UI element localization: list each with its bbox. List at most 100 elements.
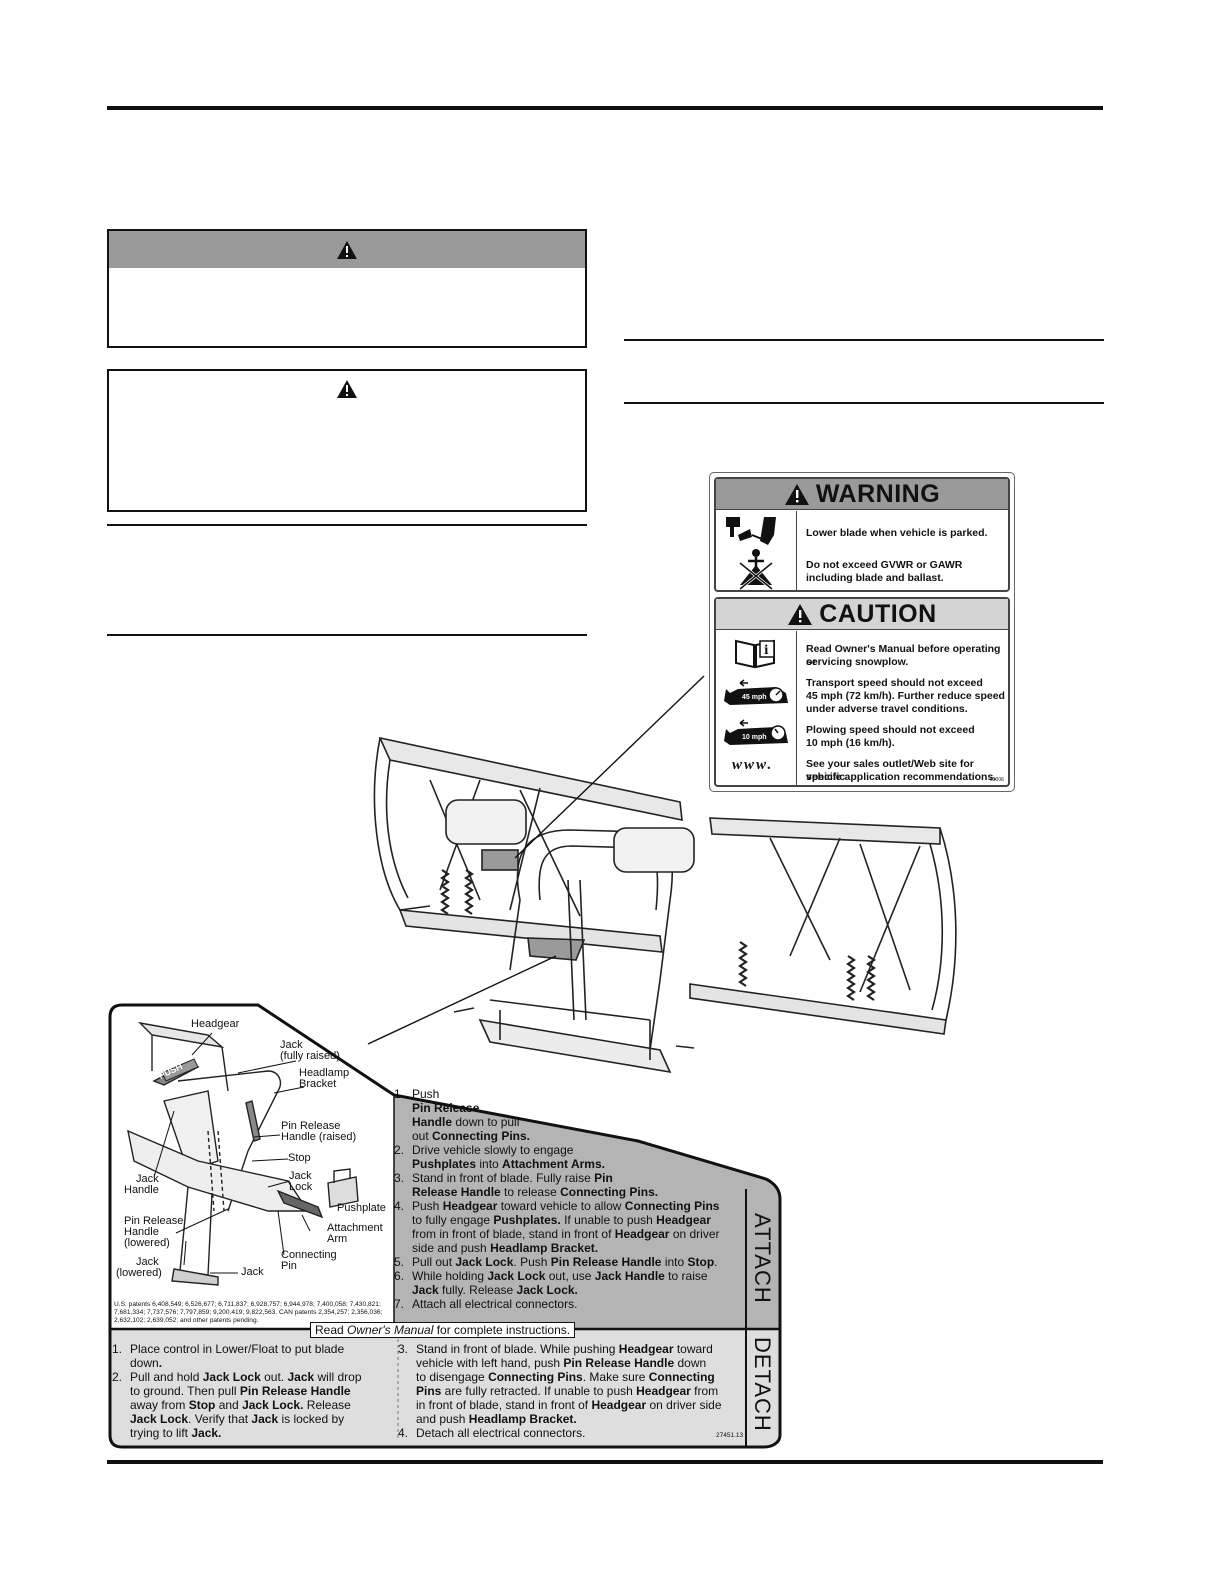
step-number: 1. <box>394 1087 405 1101</box>
step-line: from in front of blade, stand in front o… <box>412 1227 720 1241</box>
patent-line: 7,681,334; 7,737,576; 7,797,859; 9,200,4… <box>114 1309 383 1316</box>
step-line: away from Stop and Jack Lock. Release <box>130 1398 351 1412</box>
instruction-step: 7. Attach all electrical connectors. <box>390 1297 750 1311</box>
top-rule <box>107 106 1103 110</box>
transport-speed-pictogram-icon: 45 mph <box>724 679 788 705</box>
step-number: 5. <box>394 1255 405 1269</box>
caution-text-2b: 45 mph (72 km/h). Further reduce speed <box>806 690 1005 702</box>
step-line: Push <box>412 1087 440 1101</box>
label-jack: Jack <box>241 1266 264 1278</box>
step-line: Stand in front of blade. Fully raise Pin <box>412 1171 613 1185</box>
step-line: Pull and hold Jack Lock out. Jack will d… <box>130 1370 362 1384</box>
instruction-step: 3. Stand in front of blade. Fully raise P… <box>390 1171 750 1199</box>
decal-part-number: 27451.13 <box>716 1432 744 1439</box>
step-line: Attach all electrical connectors. <box>412 1297 578 1311</box>
svg-text:i: i <box>764 643 769 657</box>
label-jack-handle-1: Jack <box>136 1173 159 1185</box>
owners-manual-text: Owner's Manual <box>347 1323 434 1337</box>
www-icon: www. <box>732 757 774 773</box>
warning-triangle-icon <box>337 240 357 259</box>
label-pin-raised-2: Handle (raised) <box>281 1131 357 1143</box>
label-pin-lowered-3: (lowered) <box>124 1237 170 1249</box>
step-line: While holding Jack Lock out, use Jack Ha… <box>412 1269 708 1283</box>
label-pin-lowered-1: Pin Release <box>124 1215 184 1227</box>
warning-triangle-icon <box>337 380 357 398</box>
warning-sign: WARNING Lower blade when vehicle is park… <box>714 477 1010 592</box>
step-number: 2. <box>394 1143 405 1157</box>
step-line: to disengage Connecting Pins. Make sure … <box>416 1370 715 1384</box>
warning-box <box>107 229 587 348</box>
warning-sign-title: WARNING <box>815 479 941 508</box>
label-jack-raised-2: (fully raised) <box>280 1050 340 1062</box>
warning-triangle-icon <box>784 483 809 505</box>
warning-text-3: including blade and ballast. <box>806 572 944 584</box>
warning-triangle-icon <box>788 603 813 625</box>
step-line: in front of blade, stand in front of Hea… <box>416 1398 722 1412</box>
step-number: 3. <box>394 1171 405 1185</box>
label-pin-raised-1: Pin Release <box>281 1120 341 1132</box>
instruction-step: 4.Push Headgear toward vehicle to allow … <box>390 1199 750 1255</box>
instruction-step: 2.Pull and hold Jack Lock out. Jack will… <box>108 1370 398 1440</box>
step-line: trying to lift Jack. <box>130 1426 222 1440</box>
instruction-decal: PUSH Headgear Jack (fully raised) Headla… <box>108 1003 782 1449</box>
caution-text-3b: 10 mph (16 km/h). <box>806 737 895 749</box>
warning-text-1: Lower blade when vehicle is parked. <box>806 527 988 539</box>
patent-line: U.S. patents 6,408,549; 6,526,677; 6,711… <box>114 1301 381 1308</box>
step-line: Place control in Lower/Float to put blad… <box>130 1342 345 1356</box>
speed-45-label: 45 mph <box>742 694 767 701</box>
label-jack-raised-1: Jack <box>280 1039 303 1051</box>
step-line: side and push Headlamp Bracket. <box>412 1241 599 1255</box>
bottom-rule <box>107 1460 1103 1464</box>
step-line: out Connecting Pins. <box>412 1129 531 1143</box>
safety-decal: WARNING Lower blade when vehicle is park… <box>709 472 1015 792</box>
step-number: 1. <box>112 1342 123 1356</box>
step-number: 3. <box>398 1342 409 1356</box>
step-number: 7. <box>394 1297 405 1311</box>
step-line: Jack fully. Release Jack Lock. <box>412 1283 578 1297</box>
step-line: and push Headlamp Bracket. <box>416 1412 577 1426</box>
label-jack-lowered-2: (lowered) <box>116 1267 162 1279</box>
decal-background <box>108 1003 782 1449</box>
attach-title: ATTACH <box>750 1213 775 1304</box>
caution-text-4a: See your sales outlet/Web site for speci… <box>806 758 974 783</box>
read-suffix: for complete instructions. <box>433 1323 571 1337</box>
instruction-step: 4.Detach all electrical connectors. <box>394 1426 744 1440</box>
read-manual-banner: Read Owner's Manual for complete instruc… <box>310 1322 576 1338</box>
step-line: vehicle with left hand, push Pin Release… <box>416 1356 707 1370</box>
step-number: 6. <box>394 1269 405 1283</box>
plowing-speed-pictogram-icon: 10 mph <box>724 719 788 745</box>
caution-box <box>107 369 587 512</box>
step-line: Pins are fully retracted. If unable to p… <box>416 1384 719 1398</box>
patent-text: U.S. patents 6,408,549; 6,526,677; 6,711… <box>114 1301 382 1325</box>
step-line: Pushplates into Attachment Arms. <box>412 1157 605 1171</box>
patent-line: 2,632,102; 2,639,052; and other patents … <box>114 1317 259 1324</box>
label-pushplate: Pushplate <box>337 1202 386 1214</box>
speed-10-label: 10 mph <box>742 734 767 741</box>
label-headlamp-1: Headlamp <box>299 1067 350 1079</box>
step-line: Handle down to pull <box>412 1115 520 1129</box>
step-line: Drive vehicle slowly to engage <box>412 1143 574 1157</box>
detach-steps-left: 1. Place control in Lower/Float to put bl… <box>108 1342 398 1440</box>
sign-code: 59006 <box>990 777 1004 783</box>
step-line: Release Handle to release Connecting Pin… <box>412 1185 659 1199</box>
label-jack-lock-2: Lock <box>289 1181 313 1193</box>
caution-sign: CAUTION i 45 mph 10 mph www. <box>714 597 1010 787</box>
caution-text-1b: servicing snowplow. <box>806 656 909 668</box>
label-headgear: Headgear <box>191 1018 240 1030</box>
detach-title: DETACH <box>750 1337 775 1432</box>
warning-pictogram-cell <box>716 511 797 592</box>
read-prefix: Read <box>315 1323 348 1337</box>
instruction-step: 5.Pull out Jack Lock. Push Pin Release H… <box>390 1255 750 1269</box>
snowplow-illustration <box>373 736 957 1074</box>
step-line: to fully engage Pushplates. If unable to… <box>412 1213 711 1227</box>
hand-crush-pictogram-icon <box>726 517 776 591</box>
right-rule-2 <box>624 402 1104 404</box>
caution-text-3a: Plowing speed should not exceed <box>806 724 975 736</box>
detach-steps-right: 3.Stand in front of blade. While pushing… <box>394 1342 744 1440</box>
step-line: Pin Release <box>412 1101 480 1115</box>
label-conn-pin-1: Connecting <box>281 1249 337 1261</box>
caution-text-4b: vehicle application recommendations. <box>806 771 997 783</box>
